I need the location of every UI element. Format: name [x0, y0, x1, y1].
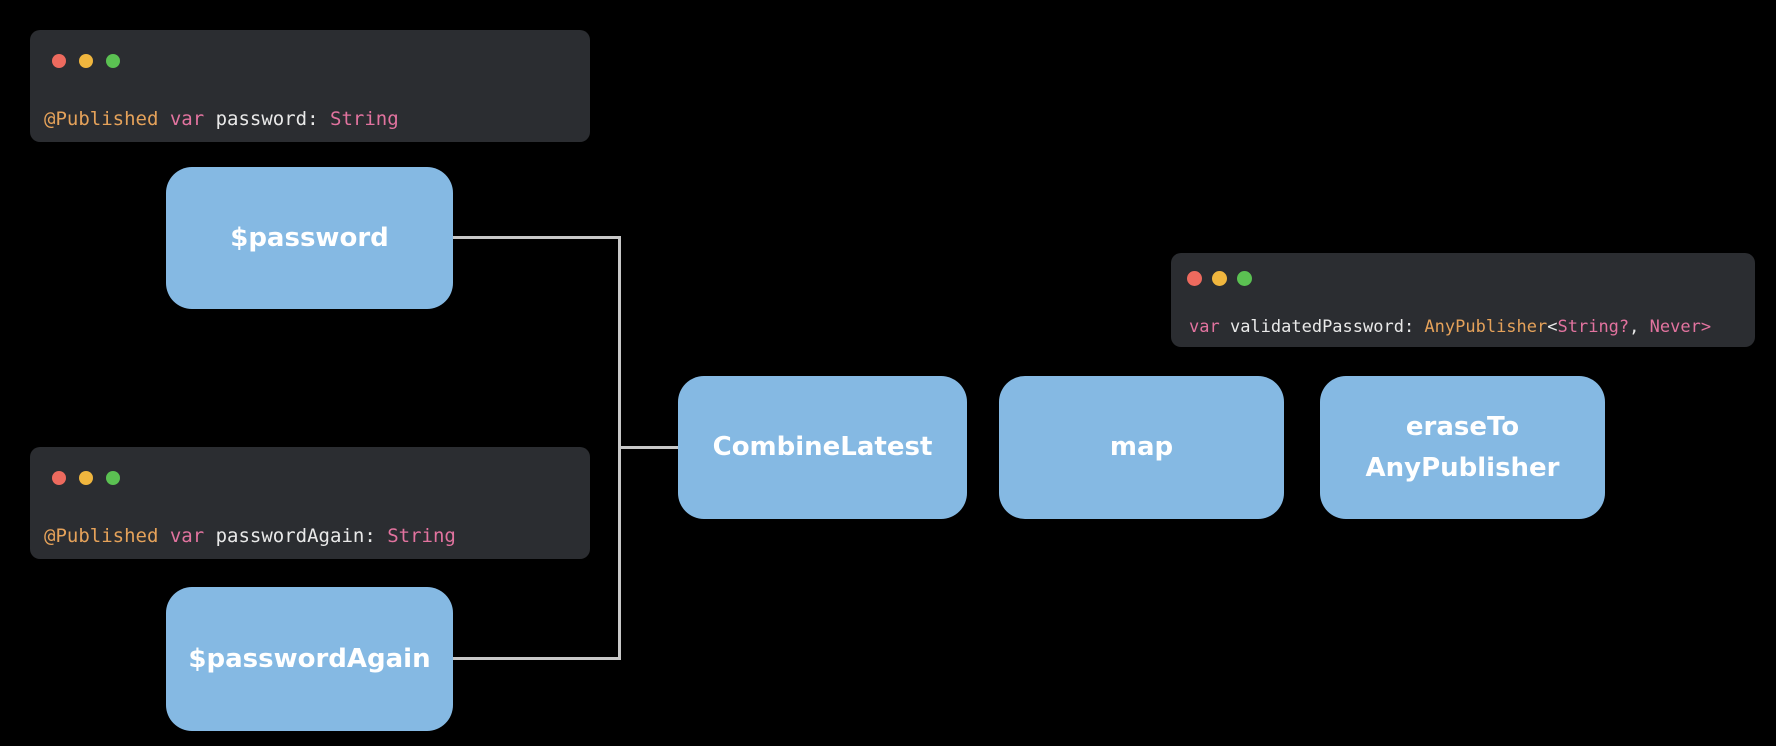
operator-node-erase-to-any-publisher: eraseTo AnyPublisher	[1320, 376, 1605, 519]
close-icon	[1187, 271, 1202, 286]
operator-node-map: map	[999, 376, 1284, 519]
code-window-validated-password: var validatedPassword: AnyPublisher<Stri…	[1171, 253, 1755, 347]
window-traffic-lights	[52, 471, 120, 485]
publisher-node-password: $password	[166, 167, 453, 309]
maximize-icon	[106, 54, 120, 68]
code-line-validated-password: var validatedPassword: AnyPublisher<Stri…	[1189, 317, 1712, 337]
minimize-icon	[79, 54, 93, 68]
code-window-published-password: @Published var password: String	[30, 30, 590, 142]
connector-password-to-junction	[450, 236, 620, 239]
minimize-icon	[79, 471, 93, 485]
minimize-icon	[1212, 271, 1227, 286]
close-icon	[52, 471, 66, 485]
operator-node-combine-latest: CombineLatest	[678, 376, 967, 519]
publisher-node-password-again: $passwordAgain	[166, 587, 453, 731]
close-icon	[52, 54, 66, 68]
window-traffic-lights	[1187, 271, 1252, 286]
maximize-icon	[106, 471, 120, 485]
code-window-published-password-again: @Published var passwordAgain: String	[30, 447, 590, 559]
connector-password-again-to-junction	[450, 657, 620, 660]
code-line-published-password: @Published var password: String	[44, 108, 399, 130]
connector-junction-vertical	[618, 236, 621, 660]
window-traffic-lights	[52, 54, 120, 68]
connector-junction-to-combine-latest	[620, 446, 680, 449]
code-line-published-password-again: @Published var passwordAgain: String	[44, 525, 456, 547]
maximize-icon	[1237, 271, 1252, 286]
